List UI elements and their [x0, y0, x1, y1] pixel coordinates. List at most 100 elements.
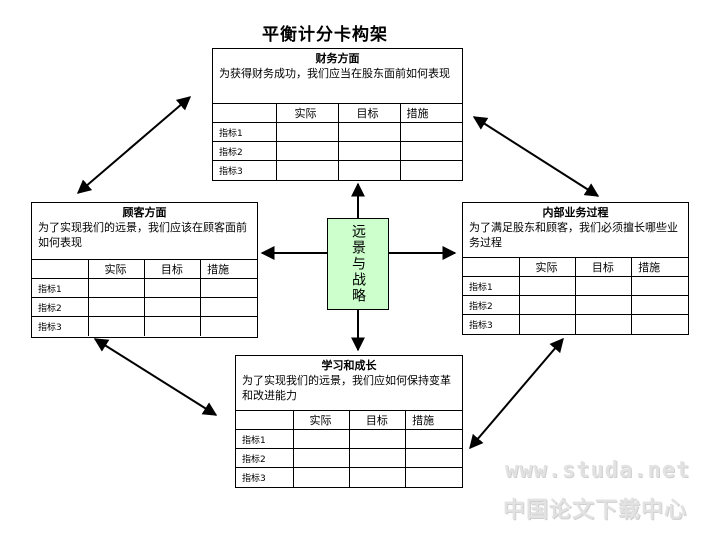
customer-title: 顾客方面 [122, 206, 167, 219]
row-label: 指标2 [463, 295, 519, 315]
metric-row: 指标3 [213, 160, 462, 180]
row-label: 指标1 [213, 122, 276, 142]
cell [200, 297, 257, 317]
metric-row: 指标3 [236, 467, 462, 487]
metric-row: 指标3 [32, 316, 257, 336]
customer-box: 顾客方面 为了实现我们的远景，我们应该在顾客面前如何表现 实际 目标 措施 指标… [31, 202, 258, 338]
cell [143, 316, 201, 336]
row-label: 指标3 [463, 314, 519, 334]
cell [143, 278, 201, 298]
vision-strategy-label: 远景与战略 [350, 224, 366, 304]
cell [87, 297, 145, 317]
column-header: 措施 [200, 259, 257, 279]
row-label: 指标2 [32, 297, 88, 317]
cell [399, 122, 462, 142]
vision-strategy-box: 远景与战略 [327, 218, 389, 310]
column-header: 目标 [143, 259, 201, 279]
cell [87, 316, 145, 336]
arrow-customer-learning [93, 338, 218, 416]
cell [631, 276, 688, 296]
column-header: 实际 [275, 103, 338, 123]
arrow-internal-learning [469, 337, 564, 450]
cell [399, 160, 462, 180]
cell [518, 295, 576, 315]
cell [275, 122, 338, 142]
column-header: 实际 [518, 257, 576, 277]
finance-title: 财务方面 [315, 52, 360, 65]
header-row: 实际 目标 措施 [236, 410, 462, 430]
column-header: 目标 [574, 257, 632, 277]
cell [518, 314, 576, 334]
finance-box: 财务方面 为获得财务成功，我们应当在股东面前如何表现 实际 目标 措施 指标1 … [212, 48, 463, 181]
cell [348, 429, 406, 449]
header-row: 实际 目标 措施 [463, 257, 688, 277]
cell [405, 467, 462, 487]
customer-metrics-table: 实际 目标 措施 指标1 指标2 指标3 [32, 259, 257, 336]
internal-desc: 为了满足股东和顾客，我们必须擅长哪些业务过程 [469, 221, 678, 249]
learning-header: 学习和成长 为了实现我们的远景，我们应如何保持变革和改进能力 [236, 356, 462, 410]
cell [275, 160, 338, 180]
corner-cell [463, 257, 519, 277]
cell [143, 297, 201, 317]
column-header: 措施 [405, 410, 462, 430]
header-row: 实际 目标 措施 [32, 259, 257, 279]
cell [337, 122, 400, 142]
row-label: 指标1 [32, 278, 88, 298]
cell [574, 295, 632, 315]
header-row: 实际 目标 措施 [213, 103, 462, 123]
customer-header: 顾客方面 为了实现我们的远景，我们应该在顾客面前如何表现 [32, 203, 257, 259]
cell [348, 448, 406, 468]
finance-metrics-table: 实际 目标 措施 指标1 指标2 指标3 [213, 103, 462, 180]
cell [518, 276, 576, 296]
customer-desc: 为了实现我们的远景，我们应该在顾客面前如何表现 [38, 221, 247, 249]
cell [337, 141, 400, 161]
arrow-finance-internal [472, 116, 600, 197]
learning-box: 学习和成长 为了实现我们的远景，我们应如何保持变革和改进能力 实际 目标 措施 … [235, 355, 463, 488]
row-label: 指标3 [236, 467, 293, 487]
internal-metrics-table: 实际 目标 措施 指标1 指标2 指标3 [463, 257, 688, 334]
cell [631, 295, 688, 315]
metric-row: 指标2 [463, 295, 688, 315]
cell [574, 314, 632, 334]
cell [405, 429, 462, 449]
internal-header: 内部业务过程 为了满足股东和顾客，我们必须擅长哪些业务过程 [463, 203, 688, 257]
metric-row: 指标1 [236, 429, 462, 449]
metric-row: 指标2 [236, 448, 462, 468]
cell [292, 467, 350, 487]
cell [399, 141, 462, 161]
cell [275, 141, 338, 161]
metric-row: 指标2 [32, 297, 257, 317]
internal-box: 内部业务过程 为了满足股东和顾客，我们必须擅长哪些业务过程 实际 目标 措施 指… [462, 202, 689, 335]
metric-row: 指标1 [213, 122, 462, 142]
learning-metrics-table: 实际 目标 措施 指标1 指标2 指标3 [236, 410, 462, 487]
finance-header: 财务方面 为获得财务成功，我们应当在股东面前如何表现 [213, 49, 462, 103]
metric-row: 指标3 [463, 314, 688, 334]
cell [405, 448, 462, 468]
metric-row: 指标1 [463, 276, 688, 296]
cell [337, 160, 400, 180]
learning-desc: 为了实现我们的远景，我们应如何保持变革和改进能力 [242, 374, 451, 402]
row-label: 指标3 [213, 160, 276, 180]
column-header: 措施 [399, 103, 462, 123]
row-label: 指标1 [236, 429, 293, 449]
finance-desc: 为获得财务成功，我们应当在股东面前如何表现 [219, 67, 450, 80]
corner-cell [213, 103, 276, 123]
cell [574, 276, 632, 296]
column-header: 实际 [87, 259, 145, 279]
internal-title: 内部业务过程 [542, 206, 609, 219]
learning-title: 学习和成长 [321, 359, 377, 372]
column-header: 目标 [348, 410, 406, 430]
row-label: 指标2 [236, 448, 293, 468]
column-header: 目标 [337, 103, 400, 123]
metric-row: 指标1 [32, 278, 257, 298]
cell [348, 467, 406, 487]
row-label: 指标2 [213, 141, 276, 161]
metric-row: 指标2 [213, 141, 462, 161]
column-header: 措施 [631, 257, 688, 277]
watermark-url: www.studa.net [505, 458, 691, 483]
diagram-title: 平衡计分卡构架 [262, 25, 388, 45]
cell [200, 278, 257, 298]
arrow-customer-finance [76, 96, 192, 194]
cell [292, 448, 350, 468]
